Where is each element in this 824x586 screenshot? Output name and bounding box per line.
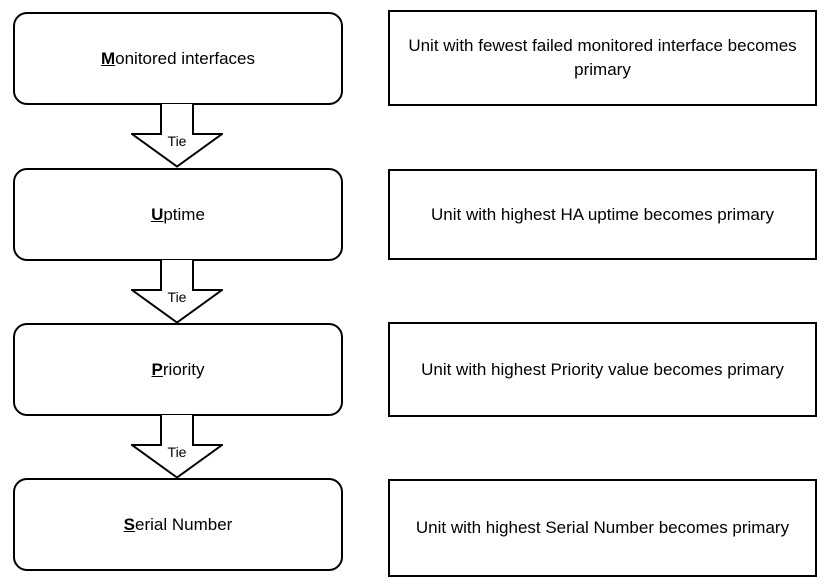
flow-node-uptime: Uptime [13, 168, 343, 261]
description-text: Unit with highest Priority value becomes… [421, 359, 784, 379]
flow-node-priority: Priority [13, 323, 343, 416]
underlined-initial: P [151, 359, 163, 379]
underlined-initial: S [123, 514, 136, 534]
description-box-priority: Unit with highest Priority value becomes… [388, 322, 817, 417]
underlined-initial: M [100, 48, 116, 68]
description-box-uptime: Unit with highest HA uptime becomes prim… [388, 169, 817, 260]
flow-node-label: Serial Number [123, 514, 233, 534]
description-box-serial-number: Unit with highest Serial Number becomes … [388, 479, 817, 577]
tie-label: Tie [167, 444, 187, 460]
description-text: Unit with highest Serial Number becomes … [415, 518, 790, 538]
flow-node-label: Monitored interfaces [100, 48, 256, 68]
tie-arrow-connector-2: Tie [131, 260, 223, 324]
tie-label: Tie [167, 133, 187, 149]
underlined-initial: U [151, 204, 164, 224]
tie-arrow-connector-3: Tie [131, 415, 223, 479]
tie-label: Tie [167, 289, 187, 305]
flow-node-monitored-interfaces: Monitored interfaces [13, 12, 343, 105]
down-block-arrow-icon [131, 260, 223, 324]
tie-arrow-connector-1: Tie [131, 104, 223, 168]
down-block-arrow-icon [131, 415, 223, 479]
flow-node-label: Uptime [151, 204, 205, 224]
flow-node-label: Priority [151, 359, 205, 379]
down-block-arrow-icon [131, 104, 223, 168]
description-text: Unit with fewest failed monitored interf… [408, 36, 797, 79]
flow-node-serial-number: Serial Number [13, 478, 343, 571]
description-text: Unit with highest HA uptime becomes prim… [431, 204, 774, 224]
description-box-monitored-interfaces: Unit with fewest failed monitored interf… [388, 10, 817, 106]
